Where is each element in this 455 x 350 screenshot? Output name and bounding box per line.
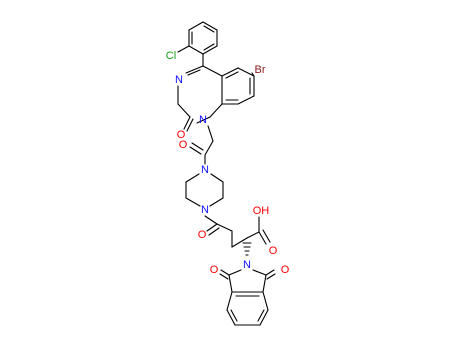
amide-nitrogen-label: N	[199, 114, 207, 126]
bond-ketone-o-2	[208, 227, 220, 236]
bond-cooh-o-2	[262, 229, 271, 243]
acyl-oxygen-label: O	[179, 139, 188, 151]
acid-oxygen-label: O	[269, 245, 278, 257]
phthalimide-nitrogen-label: N	[243, 259, 251, 271]
bond-phth-o-right	[265, 269, 275, 276]
phthalimide-oxygen-right-label: O	[281, 264, 290, 276]
bromobenzo-ring	[221, 67, 255, 105]
ketone-oxygen-label: O	[198, 229, 207, 241]
bond-ketone-ch2	[216, 223, 233, 232]
bond-lactam-co-2	[186, 118, 194, 132]
bond-lactam-co	[183, 116, 191, 130]
phthalimide-ring	[228, 269, 267, 293]
piperazine-n4-label: N	[201, 204, 209, 216]
bond-ketone-o	[206, 223, 218, 232]
imine-nitrogen-label: N	[175, 74, 183, 86]
chlorine-label: Cl	[166, 50, 176, 62]
chlorophenyl-ring	[188, 21, 218, 55]
bond-ch2-alpha	[231, 237, 248, 248]
bromine-label: Br	[255, 64, 266, 76]
lactam-oxygen-label: O	[177, 129, 186, 141]
stereo-hash-bond	[242, 242, 252, 256]
bond-alpha-cooh	[246, 231, 260, 239]
piperazine-ring	[185, 173, 224, 207]
hydroxyl-label: OH	[253, 205, 270, 217]
bond-ring-br	[251, 72, 255, 77]
piperazine-n1-label: N	[201, 164, 209, 176]
bond-ring-cl	[177, 45, 190, 53]
bond-npip-ketone	[204, 215, 218, 225]
bond-n-ch2	[207, 125, 214, 142]
bond-cooh-o	[258, 231, 267, 245]
bond-acyl-o	[191, 142, 204, 151]
phthalimide-benzo-ring	[226, 291, 269, 326]
bond-phth-o-left	[220, 269, 230, 276]
bond-phth-o-right-2	[266, 273, 276, 280]
bond-phth-o-left-2	[219, 273, 229, 280]
diazepine-ring	[177, 65, 223, 124]
bond-acyl-o-2	[189, 146, 202, 155]
phthalimide-oxygen-left-label: O	[210, 264, 219, 276]
bond-ch2-co	[204, 140, 214, 156]
